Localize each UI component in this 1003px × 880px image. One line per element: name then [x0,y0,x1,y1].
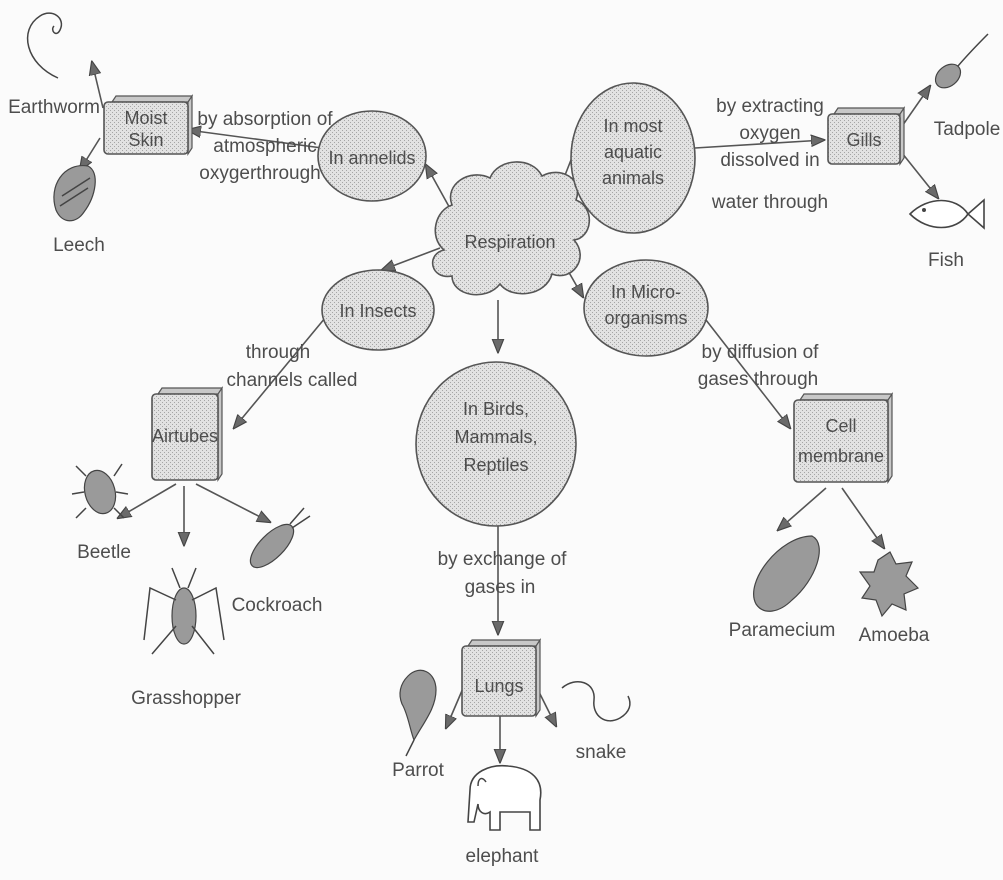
label-tadpole: Tadpole [934,119,1001,140]
connector-absorption-line-1: by absorption of [197,109,333,130]
organ-gills: Gills [827,106,906,166]
label-earthworm: Earthworm [8,97,100,118]
node-annelids-label: In annelids [328,148,415,168]
edge-airtubes-cockroach [195,483,270,522]
node-insects: In Insects [321,269,435,351]
organ-cell-membrane: Cell membrane [793,392,894,484]
parrot-icon [399,669,437,757]
node-insects-label: In Insects [339,301,416,321]
edge-airtubes-beetle [118,483,177,518]
edge-center-annelids [426,165,453,213]
snake-icon [561,681,631,722]
tadpole-icon [934,33,989,89]
fish-icon [908,198,985,230]
node-birds-line-1: In Birds, [463,399,529,419]
label-grasshopper: Grasshopper [131,688,242,709]
connector-exchange-line-2: gases in [465,577,536,598]
organ-airtubes-label: Airtubes [152,426,218,446]
organ-cell-membrane-line-2: membrane [798,446,884,466]
label-paramecium: Paramecium [729,620,836,641]
connector-channels-line-1: through [246,342,310,363]
edges [80,62,938,762]
center-label: Respiration [464,232,555,252]
edge-skin-leech [80,137,101,170]
node-birds-line-2: Mammals, [454,427,537,447]
beetle-icon [71,463,129,519]
leech-icon [53,165,96,222]
connector-channels: through channels called [227,342,358,391]
organ-moist-skin-line-2: Skin [128,130,163,150]
label-snake: snake [576,742,627,763]
earthworm-icon [26,12,63,79]
label-fish: Fish [928,250,964,271]
amoeba-icon [858,551,920,618]
organ-gills-label: Gills [847,130,882,150]
node-aquatic-line-3: animals [602,168,664,188]
grasshopper-icon [143,567,225,655]
edge-membrane-amoeba [841,487,884,548]
edge-insects-airtubes [234,311,331,428]
connector-absorption: by absorption of atmospheric oxygerthrou… [197,109,333,184]
organ-moist-skin: Moist Skin [103,94,194,156]
edge-skin-earthworm [92,62,104,109]
node-birds-line-3: Reptiles [463,455,528,475]
organ-cell-membrane-line-1: Cell [825,416,856,436]
node-micro-line-1: In Micro- [611,282,681,302]
respiration-center: Respiration [431,161,591,296]
node-micro-line-2: organisms [604,308,687,328]
edge-aquatic-gills [694,140,824,149]
label-cockroach: Cockroach [232,595,323,616]
node-aquatic-line-2: aquatic [604,142,662,162]
edge-annelids-moistskin [188,130,323,149]
cockroach-icon [249,507,311,569]
node-micro: In Micro- organisms [583,259,709,357]
connector-extracting-line-4: water through [711,192,828,213]
node-birds: In Birds, Mammals, Reptiles [415,361,577,527]
edge-gills-fish [897,147,938,198]
connector-diffusion-line-2: gases through [698,369,818,390]
edge-center-insects [382,247,441,270]
label-amoeba: Amoeba [859,625,930,646]
connector-absorption-line-3: oxygerthrough [199,163,320,184]
organ-airtubes: Airtubes [151,386,224,482]
connector-absorption-line-2: atmospheric [213,136,317,157]
node-aquatic: In most aquatic animals [570,82,696,234]
connector-exchange-line-1: by exchange of [438,549,568,570]
organ-lungs: Lungs [461,638,542,718]
label-beetle: Beetle [77,542,131,563]
connector-exchange: by exchange of gases in [438,549,568,598]
edge-micro-cellmembrane [705,319,790,428]
elephant-icon [467,764,542,831]
paramecium-icon [753,535,820,612]
connector-extracting-line-3: dissolved in [720,150,819,171]
connector-channels-line-2: channels called [227,370,358,391]
label-leech: Leech [53,235,105,256]
organ-moist-skin-line-1: Moist [124,108,167,128]
connector-extracting: by extracting oxygen dissolved in water … [711,96,828,213]
organ-lungs-label: Lungs [474,676,523,696]
example-labels: Earthworm Leech Tadpole Fish Beetle Cock… [8,97,1000,867]
connector-extracting-line-2: oxygen [739,123,800,144]
node-annelids: In annelids [317,110,427,202]
edge-lungs-parrot [446,685,465,728]
connector-diffusion: by diffusion of gases through [698,342,819,390]
connector-extracting-line-1: by extracting [716,96,824,117]
connector-diffusion-line-1: by diffusion of [702,342,820,363]
edge-membrane-paramecium [778,487,827,530]
label-parrot: Parrot [392,760,444,781]
label-elephant: elephant [466,846,540,867]
node-aquatic-line-1: In most [603,116,662,136]
